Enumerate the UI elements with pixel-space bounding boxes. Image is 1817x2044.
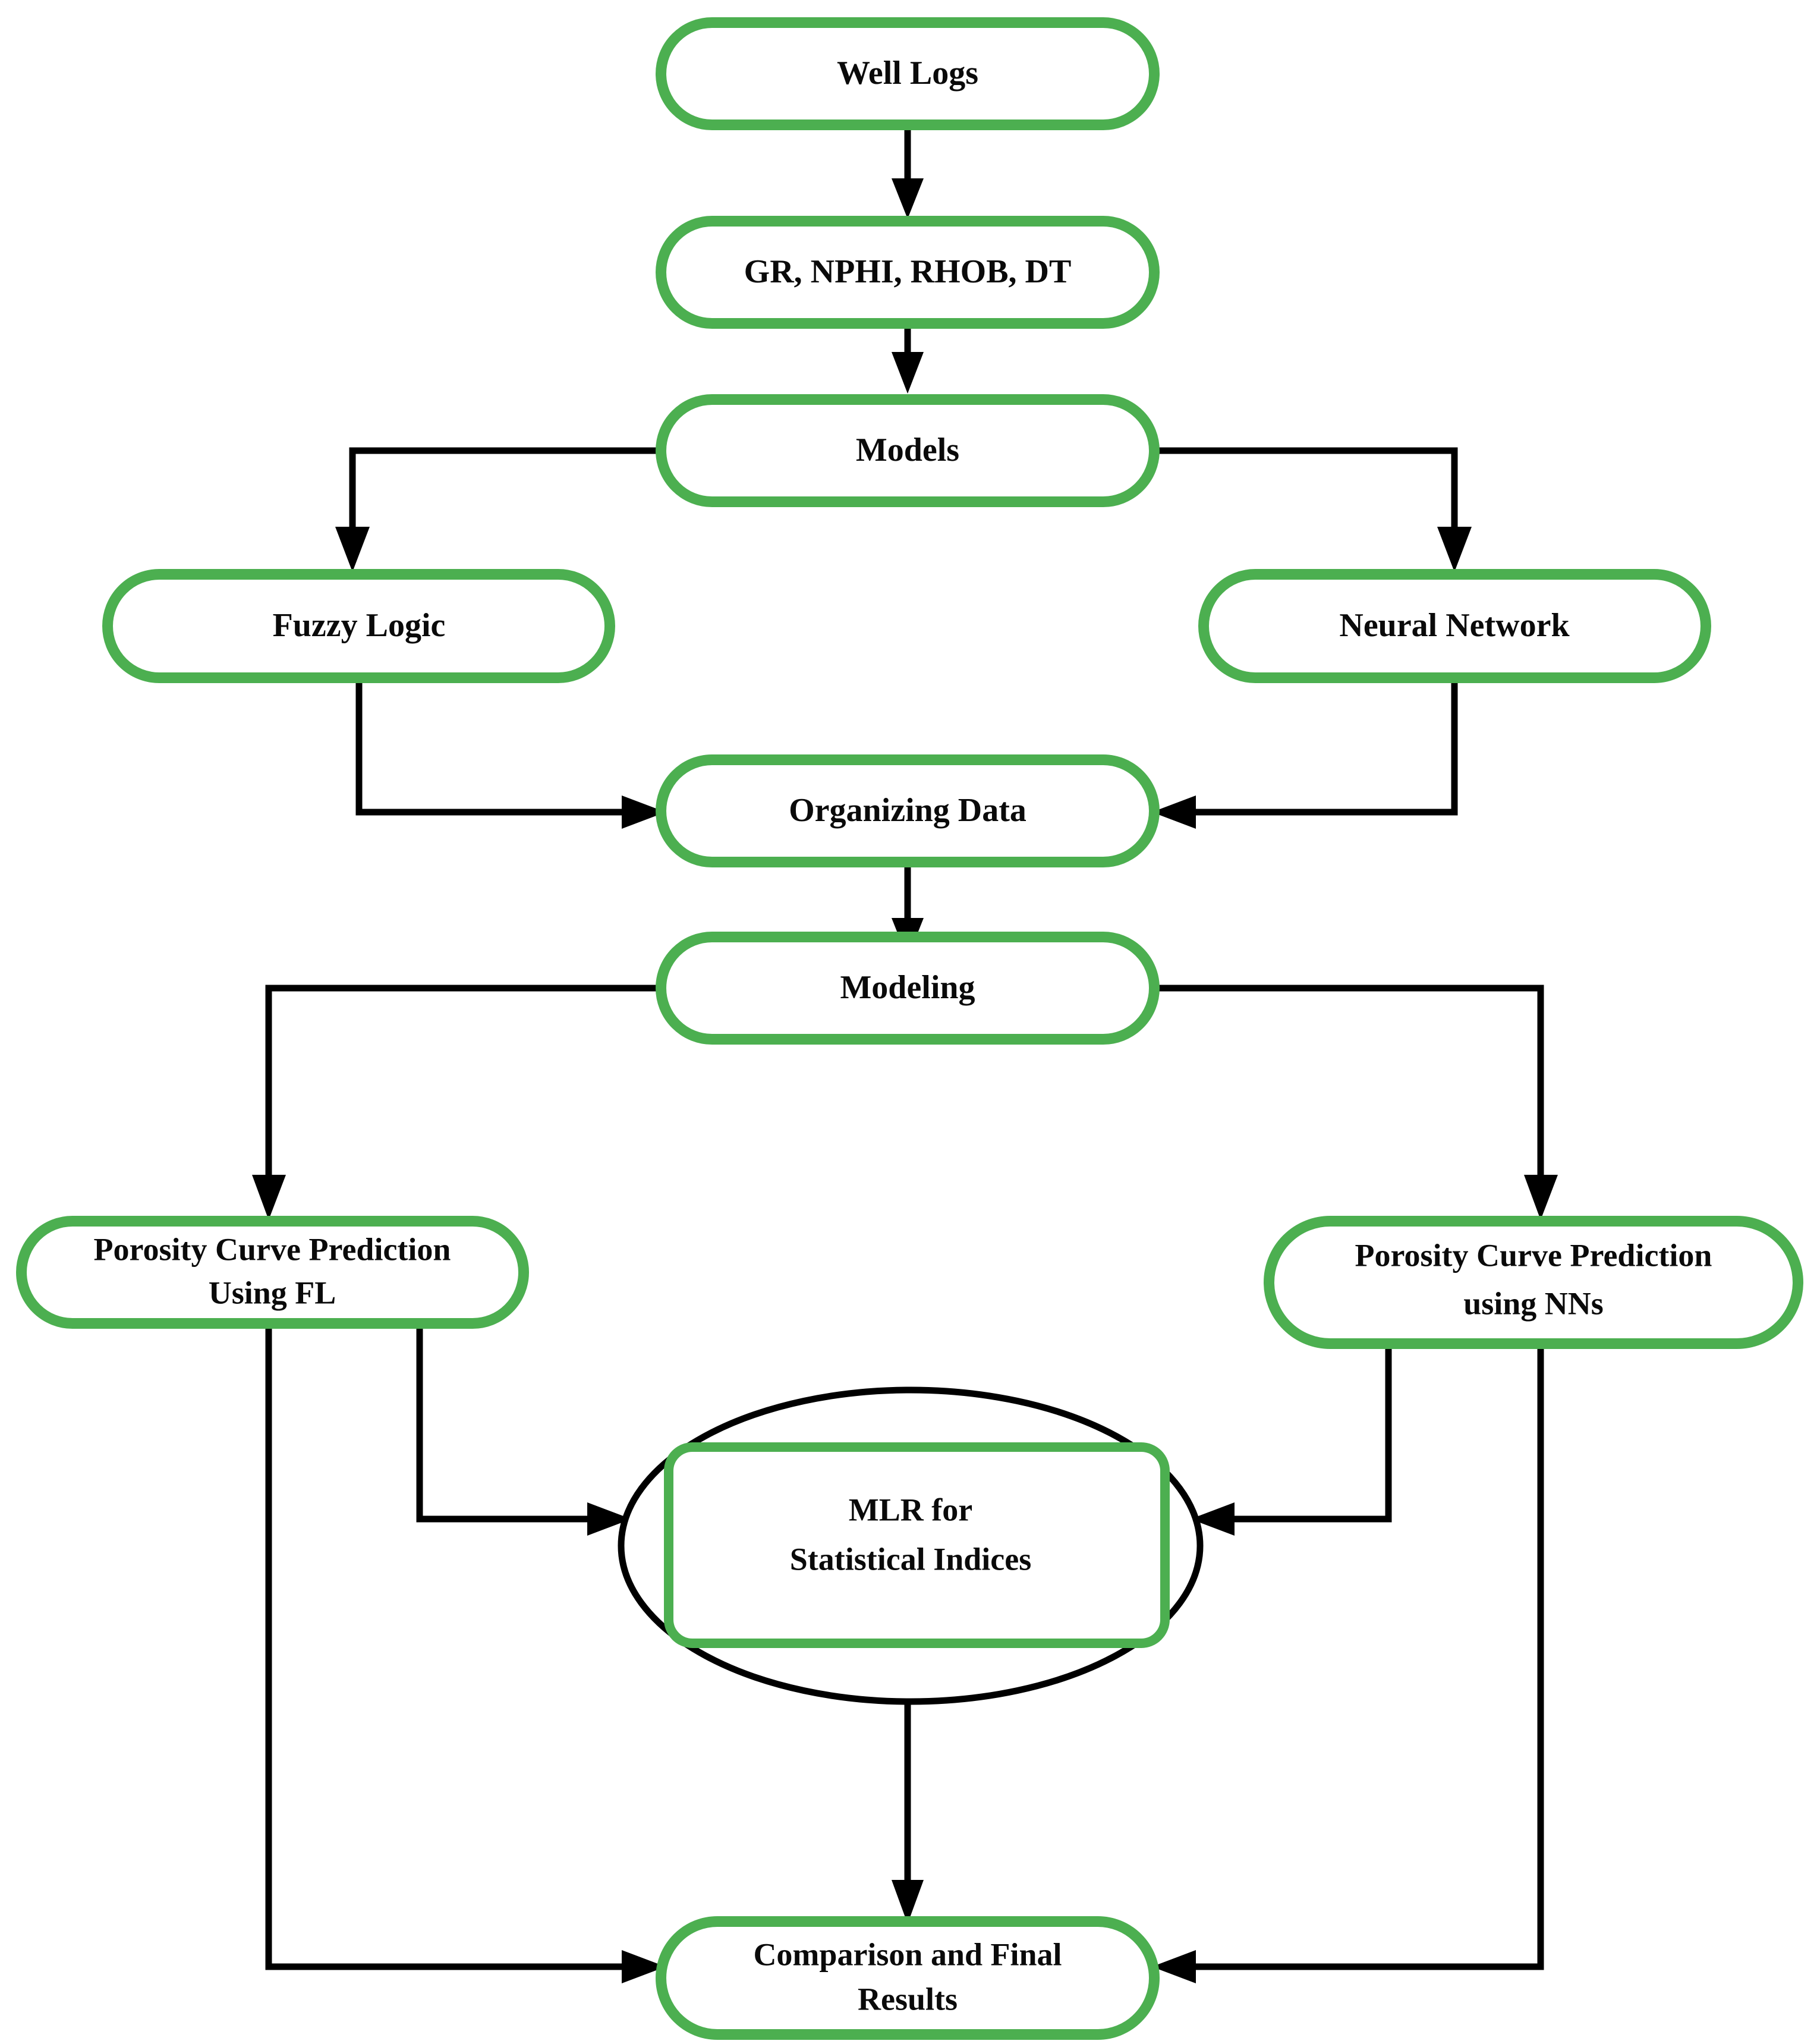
edge-modeling-to-porosity-fl bbox=[252, 985, 667, 1220]
node-models[interactable]: Models bbox=[656, 394, 1160, 507]
edges-layer bbox=[252, 125, 1558, 1983]
node-mlr-inner-rect bbox=[664, 1442, 1170, 1648]
node-organizing-data[interactable]: Organizing Data bbox=[656, 754, 1160, 867]
node-porosity-nn-label-line1: Porosity Curve Prediction bbox=[1355, 1237, 1712, 1273]
node-porosity-fl[interactable]: Porosity Curve Prediction Using FL bbox=[16, 1216, 529, 1329]
node-fuzzy-logic[interactable]: Fuzzy Logic bbox=[102, 569, 615, 683]
node-porosity-fl-label-line2: Using FL bbox=[209, 1275, 336, 1310]
edge-well-logs-to-curves bbox=[892, 125, 924, 219]
node-curves-label: GR, NPHI, RHOB, DT bbox=[744, 253, 1072, 290]
node-porosity-nn[interactable]: Porosity Curve Prediction using NNs bbox=[1264, 1216, 1803, 1349]
edge-porosity-nn-to-mlr bbox=[1191, 1342, 1392, 1536]
node-mlr-label-line1: MLR for bbox=[849, 1492, 972, 1527]
node-comparison[interactable]: Comparison and Final Results bbox=[656, 1916, 1160, 2040]
node-porosity-nn-shape bbox=[1264, 1216, 1803, 1349]
node-neural-network-shape bbox=[1198, 569, 1711, 683]
node-modeling[interactable]: Modeling bbox=[656, 932, 1160, 1045]
node-porosity-nn-label-line2: using NNs bbox=[1463, 1285, 1604, 1321]
node-neural-network[interactable]: Neural Network bbox=[1198, 569, 1711, 683]
node-models-shape bbox=[656, 394, 1160, 507]
node-well-logs[interactable]: Well Logs bbox=[656, 17, 1160, 130]
edge-models-to-fuzzy-logic bbox=[335, 447, 667, 572]
edge-neural-network-to-organizing-data bbox=[1152, 678, 1458, 829]
edge-mlr-to-comparison bbox=[892, 1702, 924, 1924]
node-well-logs-label: Well Logs bbox=[837, 55, 978, 92]
node-curves[interactable]: GR, NPHI, RHOB, DT bbox=[656, 216, 1160, 329]
node-organizing-data-label: Organizing Data bbox=[789, 792, 1026, 829]
node-comparison-shape bbox=[656, 1916, 1160, 2040]
edge-modeling-to-porosity-nn bbox=[1148, 985, 1558, 1220]
node-well-logs-shape bbox=[656, 17, 1160, 130]
node-porosity-fl-shape bbox=[16, 1216, 529, 1329]
node-mlr[interactable]: MLR for Statistical Indices bbox=[618, 1386, 1204, 1705]
node-mlr-label-line2: Statistical Indices bbox=[790, 1541, 1032, 1577]
node-models-label: Models bbox=[856, 432, 959, 468]
node-neural-network-label: Neural Network bbox=[1339, 607, 1570, 644]
node-fuzzy-logic-shape bbox=[102, 569, 615, 683]
node-porosity-fl-label-line1: Porosity Curve Prediction bbox=[94, 1231, 451, 1267]
edge-models-to-neural-network bbox=[1148, 447, 1472, 572]
node-curves-shape bbox=[656, 216, 1160, 329]
edge-porosity-fl-to-comparison bbox=[265, 1323, 666, 1983]
node-fuzzy-logic-label: Fuzzy Logic bbox=[273, 607, 446, 644]
nodes-layer: Well Logs GR, NPHI, RHOB, DT Models Fuzz… bbox=[16, 17, 1803, 2040]
node-modeling-label: Modeling bbox=[840, 969, 975, 1006]
edge-porosity-nn-to-comparison bbox=[1152, 1342, 1544, 1983]
node-modeling-shape bbox=[656, 932, 1160, 1045]
node-comparison-label-line2: Results bbox=[858, 1981, 958, 2017]
edge-porosity-fl-to-mlr bbox=[416, 1323, 631, 1536]
node-comparison-label-line1: Comparison and Final bbox=[753, 1936, 1062, 1972]
edge-fuzzy-logic-to-organizing-data bbox=[355, 678, 666, 829]
node-organizing-data-shape bbox=[656, 754, 1160, 867]
